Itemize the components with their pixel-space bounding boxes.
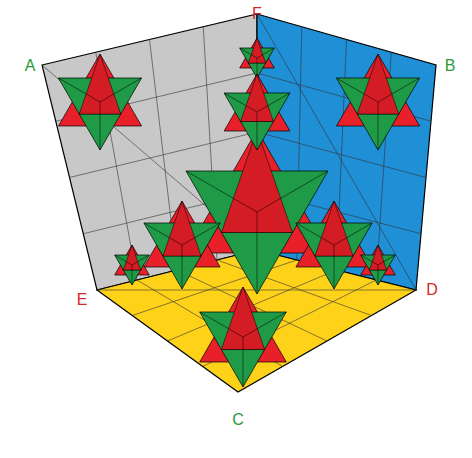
vertex-label: D: [426, 282, 438, 298]
facet-line: [243, 337, 244, 387]
star-octahedron: [58, 54, 141, 150]
star-octahedron: [186, 130, 328, 294]
facet-line: [257, 93, 290, 112]
facet-line: [257, 48, 274, 58]
facet-line: [132, 265, 133, 285]
facet-line: [257, 212, 258, 294]
facet-line: [182, 245, 183, 289]
facet-line: [115, 255, 132, 265]
facet-line: [100, 78, 142, 102]
vertex-label: E: [77, 292, 88, 308]
facet-line: [378, 255, 395, 265]
facet-line: [336, 78, 378, 102]
facet-line: [144, 223, 182, 245]
facet-line: [361, 255, 378, 265]
facet-line: [296, 223, 334, 245]
vertex-label: A: [25, 58, 36, 74]
facet-line: [257, 112, 258, 150]
star-octahedron: [336, 54, 419, 150]
facet-line: [58, 78, 100, 102]
facet-line: [132, 255, 149, 265]
vertex-label: B: [445, 58, 456, 74]
star-octahedron: [115, 245, 150, 285]
star-octahedron: [224, 74, 290, 150]
facet-line: [334, 245, 335, 289]
star-octahedron: [296, 201, 372, 289]
facet-line: [200, 312, 243, 337]
vertex-label: C: [232, 412, 244, 428]
vertex-label: F: [252, 6, 262, 22]
star-octahedron: [144, 201, 220, 289]
facet-line: [186, 171, 257, 212]
facet-line: [378, 102, 379, 150]
facet-line: [257, 171, 328, 212]
star-octahedron: [361, 245, 396, 285]
facet-line: [334, 223, 372, 245]
facet-line: [378, 265, 379, 285]
facet-line: [243, 312, 286, 337]
facet-line: [378, 78, 420, 102]
facet-line: [182, 223, 220, 245]
facet-line: [100, 102, 101, 150]
star-octahedron: [240, 38, 275, 78]
facet-line: [224, 93, 257, 112]
facet-line: [240, 48, 257, 58]
star-octahedron: [200, 287, 287, 387]
